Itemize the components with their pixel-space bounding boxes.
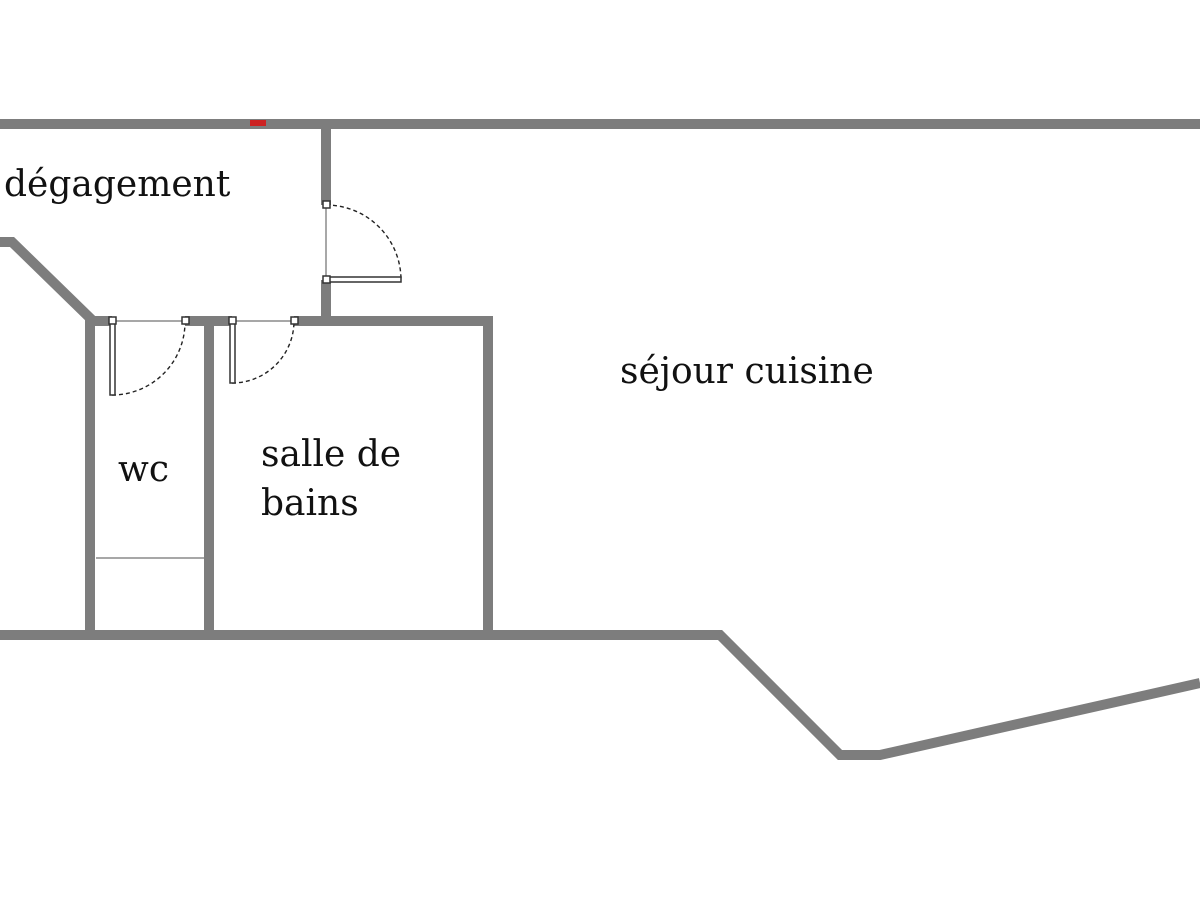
wall-bottom xyxy=(0,630,1200,760)
room-label-salle-line1: salle de xyxy=(261,434,401,475)
door-hinge-bath-a xyxy=(228,316,237,325)
door-hinge-sejour-a xyxy=(322,200,331,209)
door-swing-wc xyxy=(111,320,186,396)
door-leaf-sejour xyxy=(325,276,402,283)
door-hinge-sejour-b xyxy=(322,275,331,284)
room-label-salle-line2: bains xyxy=(261,483,359,524)
door-swing-bath xyxy=(231,320,295,384)
door-hinge-wc-a xyxy=(108,316,117,325)
door-swing-sejour xyxy=(325,204,402,281)
door-hinge-bath-b xyxy=(290,316,299,325)
door-hinge-wc-b xyxy=(181,316,190,325)
room-label-degagement: dégagement xyxy=(4,164,231,205)
door-leaf-bath xyxy=(229,320,236,384)
wall-left-diagonal xyxy=(0,237,95,635)
door-leaf-wc xyxy=(109,320,116,396)
wall-marker xyxy=(250,120,266,126)
room-label-sejour: séjour cuisine xyxy=(620,351,874,392)
room-label-wc: wc xyxy=(118,449,169,490)
